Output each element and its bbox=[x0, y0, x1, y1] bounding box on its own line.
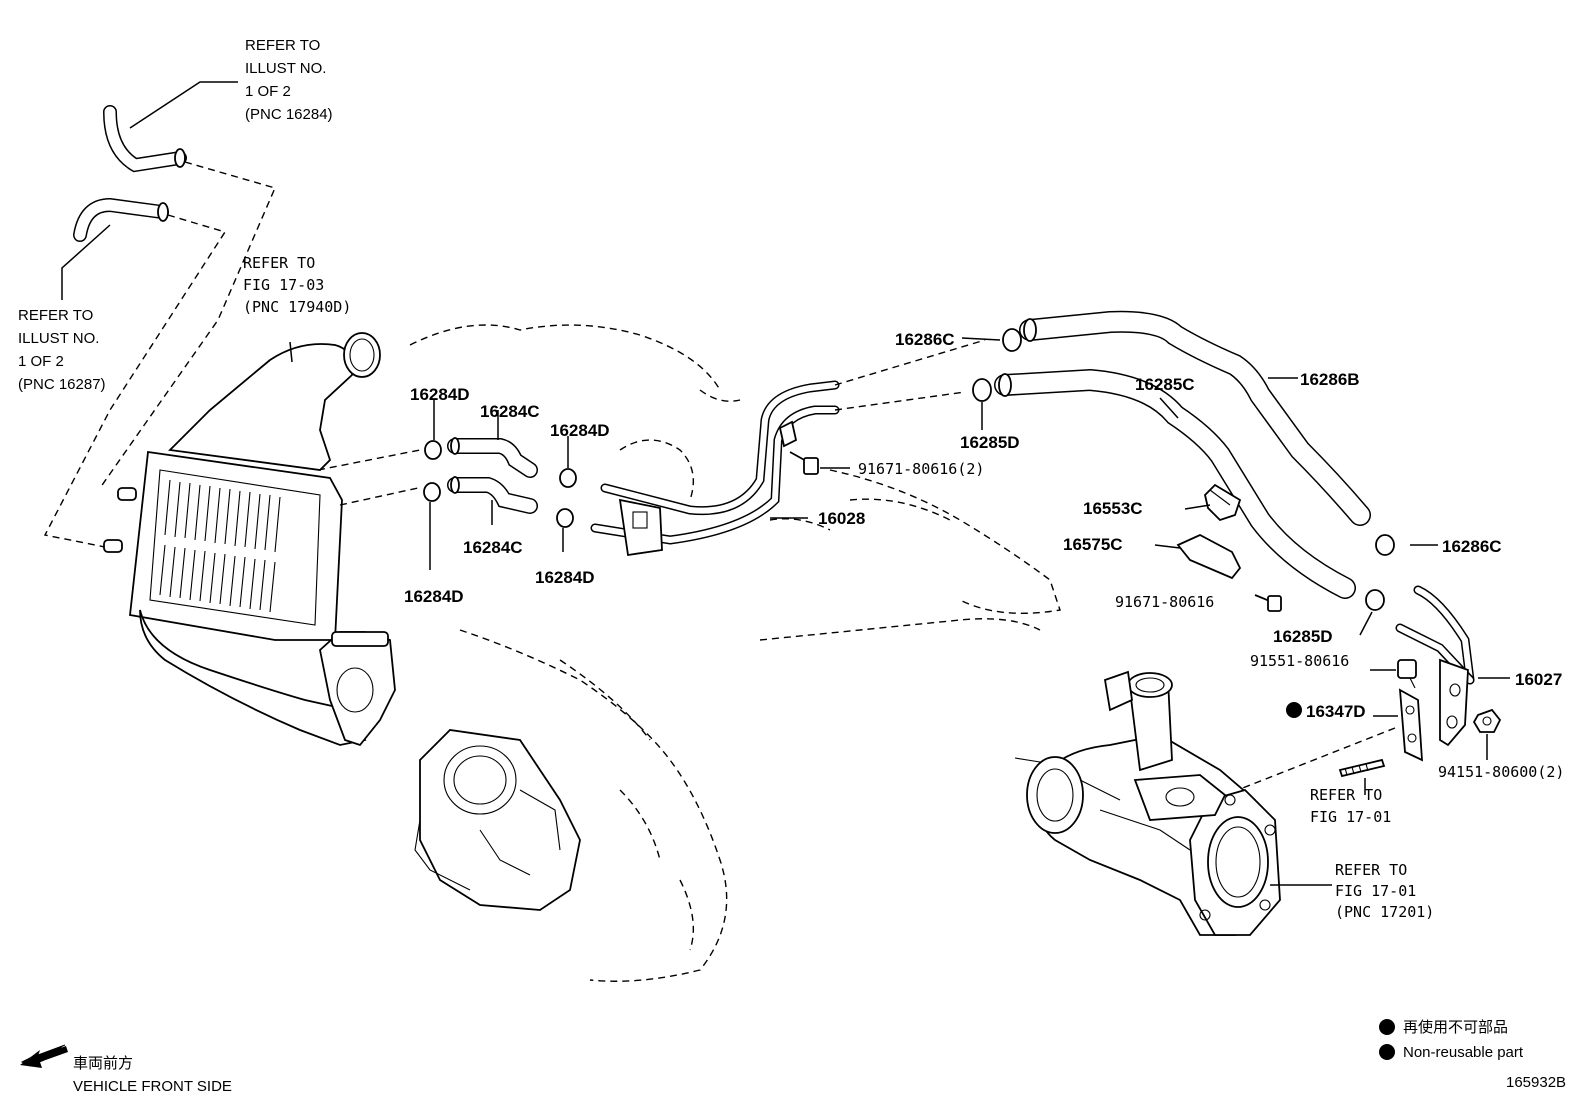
svg-text:FIG 17-03: FIG 17-03 bbox=[243, 276, 324, 294]
ref-stud: REFER TO FIG 17-01 bbox=[1310, 786, 1391, 826]
ref-turbo: REFER TO FIG 17-01 (PNC 17201) bbox=[1335, 861, 1434, 921]
legend-jp-text: 再使用不可部品 bbox=[1403, 1019, 1508, 1036]
hose-16285C bbox=[994, 368, 1356, 599]
svg-text:REFER TO: REFER TO bbox=[243, 254, 315, 272]
figure-id: 165932B bbox=[1506, 1074, 1566, 1091]
label-16284C-a: 16284C bbox=[480, 402, 540, 421]
svg-text:REFER TO: REFER TO bbox=[1335, 861, 1407, 879]
ref-intercooler: REFER TO FIG 17-03 (PNC 17940D) bbox=[243, 254, 351, 316]
label-16286B: 16286B bbox=[1300, 370, 1360, 389]
svg-text:(PNC 16284): (PNC 16284) bbox=[245, 106, 333, 123]
hose-16284C-lower bbox=[447, 476, 538, 514]
bracket-16553C bbox=[1204, 483, 1242, 522]
label-16284D-b: 16284D bbox=[550, 421, 610, 440]
nut-94151-80600-2 bbox=[1472, 708, 1502, 733]
svg-text:FIG 17-01: FIG 17-01 bbox=[1310, 808, 1391, 826]
stud-ref bbox=[1338, 758, 1386, 778]
gasket-16347D bbox=[1398, 688, 1423, 762]
svg-text:FIG 17-01: FIG 17-01 bbox=[1335, 882, 1416, 900]
svg-text:(PNC 17201): (PNC 17201) bbox=[1335, 903, 1434, 921]
svg-text:REFER TO: REFER TO bbox=[245, 37, 320, 54]
part-labels: 16286C 16286B 16285C 16285D 16284D 16284… bbox=[404, 330, 1564, 781]
bolt-91671-80616-2 bbox=[789, 451, 819, 475]
svg-text:(PNC 17940D): (PNC 17940D) bbox=[243, 298, 351, 316]
label-16286C-right: 16286C bbox=[1442, 537, 1502, 556]
intercooler bbox=[103, 332, 396, 747]
label-16284C-b: 16284C bbox=[463, 538, 523, 557]
label-16028: 16028 bbox=[818, 509, 865, 528]
svg-text:ILLUST NO.: ILLUST NO. bbox=[245, 60, 326, 77]
lower-hose-ref bbox=[73, 197, 169, 242]
ref-top-hose: REFER TO ILLUST NO. 1 OF 2 (PNC 16284) bbox=[245, 37, 333, 123]
label-91671-80616: 91671-80616 bbox=[1115, 593, 1214, 611]
bolt-91671-80616 bbox=[1254, 594, 1282, 612]
clamps-hoses bbox=[972, 328, 1395, 611]
engine-outline bbox=[409, 324, 1061, 982]
label-91551-80616: 91551-80616 bbox=[1250, 652, 1349, 670]
ref-left-hose: REFER TO ILLUST NO. 1 OF 2 (PNC 16287) bbox=[18, 307, 106, 393]
pipe-16027 bbox=[1395, 585, 1475, 747]
label-16286C-top: 16286C bbox=[895, 330, 955, 349]
non-reusable-mark-icon bbox=[1286, 702, 1302, 718]
label-94151-80600-2: 94151-80600(2) bbox=[1438, 763, 1564, 781]
vehicle-front-arrow-icon bbox=[20, 1044, 68, 1068]
bracket-16575C bbox=[1176, 533, 1242, 580]
bolt-91551-80616 bbox=[1397, 659, 1417, 689]
label-16285D-top: 16285D bbox=[960, 433, 1020, 452]
svg-text:REFER TO: REFER TO bbox=[18, 307, 93, 324]
legend-bullet-icon-en bbox=[1379, 1044, 1395, 1060]
legend-en-text: Non-reusable part bbox=[1403, 1044, 1524, 1061]
direction-en-text: VEHICLE FRONT SIDE bbox=[73, 1078, 232, 1095]
legend-bullet-icon-jp bbox=[1379, 1019, 1395, 1035]
svg-text:1 OF 2: 1 OF 2 bbox=[18, 353, 64, 370]
hose-16284C-upper bbox=[447, 437, 538, 478]
svg-text:1 OF 2: 1 OF 2 bbox=[245, 83, 291, 100]
label-16027: 16027 bbox=[1515, 670, 1562, 689]
label-16575C: 16575C bbox=[1063, 535, 1123, 554]
turbocharger bbox=[1014, 670, 1281, 936]
pipe-16028 bbox=[590, 380, 840, 557]
direction-jp-text: 車両前方 bbox=[73, 1055, 133, 1072]
clamps-16284D bbox=[423, 440, 577, 528]
label-16284D-a: 16284D bbox=[410, 385, 470, 404]
intercooler-fins bbox=[159, 479, 281, 613]
upper-hose-ref bbox=[103, 105, 187, 173]
svg-text:(PNC 16287): (PNC 16287) bbox=[18, 376, 106, 393]
label-16347D: 16347D bbox=[1306, 702, 1366, 721]
hose-16286B bbox=[1019, 310, 1371, 526]
label-91671-80616-2: 91671-80616(2) bbox=[858, 460, 984, 478]
label-16285C: 16285C bbox=[1135, 375, 1195, 394]
svg-text:REFER TO: REFER TO bbox=[1310, 786, 1382, 804]
label-16284D-d: 16284D bbox=[535, 568, 595, 587]
svg-text:ILLUST NO.: ILLUST NO. bbox=[18, 330, 99, 347]
throttle-body bbox=[414, 729, 581, 911]
label-16553C: 16553C bbox=[1083, 499, 1143, 518]
label-16285D-bottom: 16285D bbox=[1273, 627, 1333, 646]
label-16284D-c: 16284D bbox=[404, 587, 464, 606]
